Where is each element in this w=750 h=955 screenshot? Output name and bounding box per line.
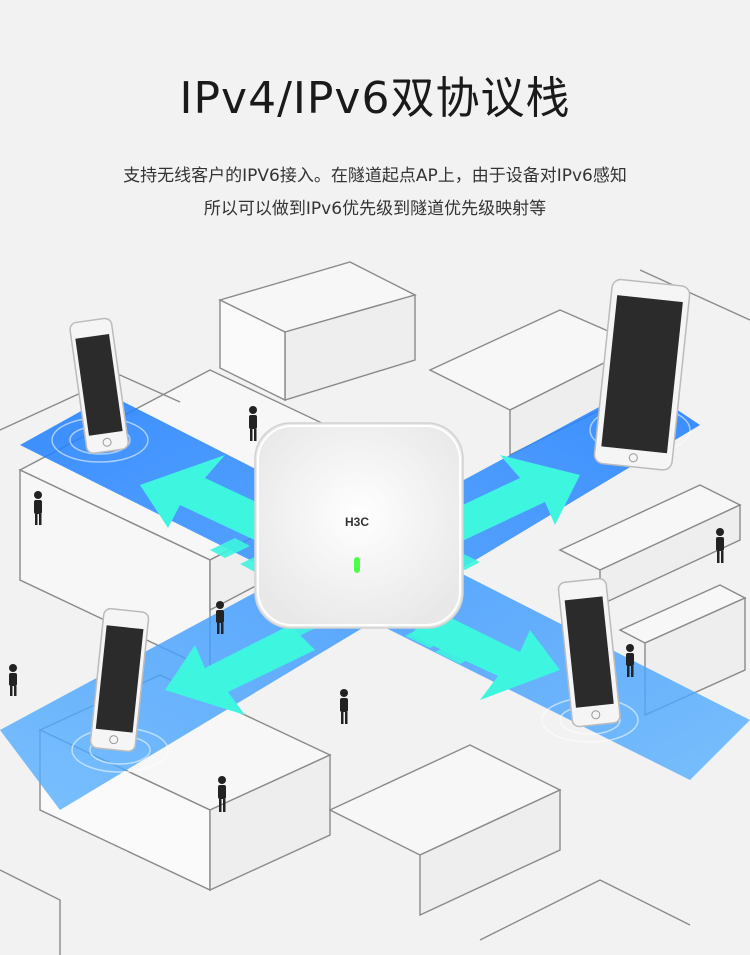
arrow-down-right [410, 610, 560, 700]
arrow-up-right [435, 455, 580, 542]
feature-description-line-1: 支持无线客户的IPV6接入。在隧道起点AP上，由于设备对IPv6感知 [123, 166, 627, 186]
people-figures [9, 406, 724, 812]
status-led [354, 557, 360, 573]
person-icon [218, 776, 226, 812]
smartphone-bottom-left [89, 607, 150, 752]
person-icon [340, 689, 348, 724]
smartphone-bottom-right [557, 577, 621, 728]
brand-logo: H3C [345, 515, 369, 529]
arrow-down-left [165, 625, 315, 715]
arrow-up-left [140, 455, 290, 545]
person-icon [249, 406, 257, 441]
page-title: IPv4/IPv6双协议栈 [179, 73, 571, 124]
person-icon [34, 491, 42, 525]
person-icon [9, 664, 17, 696]
feature-description-line-2: 所以可以做到IPv6优先级到隧道优先级映射等 [203, 199, 547, 219]
person-icon [626, 644, 634, 677]
access-point-device: H3C [254, 422, 464, 629]
person-icon [216, 601, 224, 634]
tablet-top-right [593, 278, 691, 471]
network-illustration: H3C [0, 261, 750, 955]
person-icon [716, 528, 724, 563]
smartphone-top-left [69, 317, 129, 454]
